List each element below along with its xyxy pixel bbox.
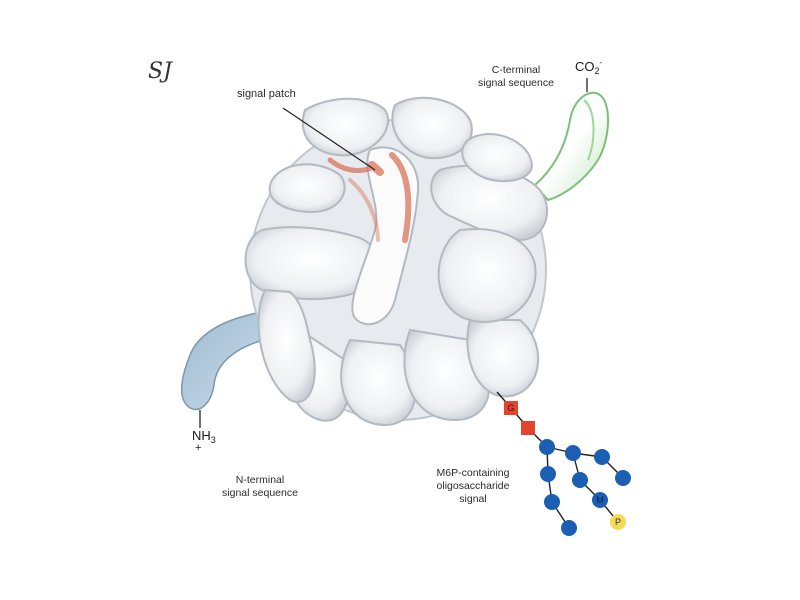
phosphate-circle: P	[610, 514, 626, 530]
carboxyl-charge: -	[599, 58, 603, 67]
m6p-label-line2: oligosaccharide	[436, 480, 510, 492]
carboxyl-base: CO	[575, 59, 595, 74]
carboxyl-subscript: 2	[594, 66, 600, 76]
carboxyl-group: CO2-	[575, 58, 602, 76]
amino-group: NH3	[192, 428, 216, 445]
n-terminal-label-line1: N-terminal	[235, 474, 285, 486]
m6p-label-line1: M6P-containing	[436, 467, 510, 479]
mannose-circle-8	[561, 520, 577, 536]
c-terminal-label: C-terminal signal sequence	[466, 64, 566, 90]
amino-charge: +	[195, 442, 202, 454]
c-terminal-tail	[533, 78, 610, 202]
svg-text:P: P	[615, 517, 621, 527]
glcnac-square-1	[521, 421, 535, 435]
svg-text:M: M	[596, 495, 604, 505]
n-terminal-tail	[181, 311, 271, 428]
mannose-circle-3	[615, 470, 631, 486]
folded-protein-body	[244, 96, 549, 427]
c-terminal-label-line2: signal sequence	[478, 77, 554, 89]
glcnac-square-0: G	[504, 401, 518, 415]
mannose-circle-6	[544, 494, 560, 510]
mannose-circle-5	[572, 472, 588, 488]
mannose-circle-0	[539, 439, 555, 455]
signal-patch-pointer	[282, 107, 376, 171]
c-terminal-label-line1: C-terminal	[491, 64, 541, 76]
m6p-label-line3: signal	[459, 493, 487, 505]
oligosaccharide-chain: G M P	[496, 391, 631, 536]
signal-patch-region	[327, 152, 412, 243]
mannose-6-circle: M	[592, 492, 608, 508]
n-terminal-label-line2: signal sequence	[222, 487, 298, 499]
m6p-label: M6P-containing oligosaccharide signal	[418, 467, 528, 506]
amino-subscript: 3	[210, 435, 216, 445]
mannose-circle-4	[540, 466, 556, 482]
svg-text:G: G	[507, 403, 514, 413]
mannose-circle-2	[594, 449, 610, 465]
n-terminal-label: N-terminal signal sequence	[205, 474, 315, 500]
mannose-circle-1	[565, 445, 581, 461]
signature-logo-icon: SJ	[148, 59, 172, 84]
signal-patch-label: signal patch	[237, 88, 296, 100]
amino-base: NH	[192, 428, 211, 443]
